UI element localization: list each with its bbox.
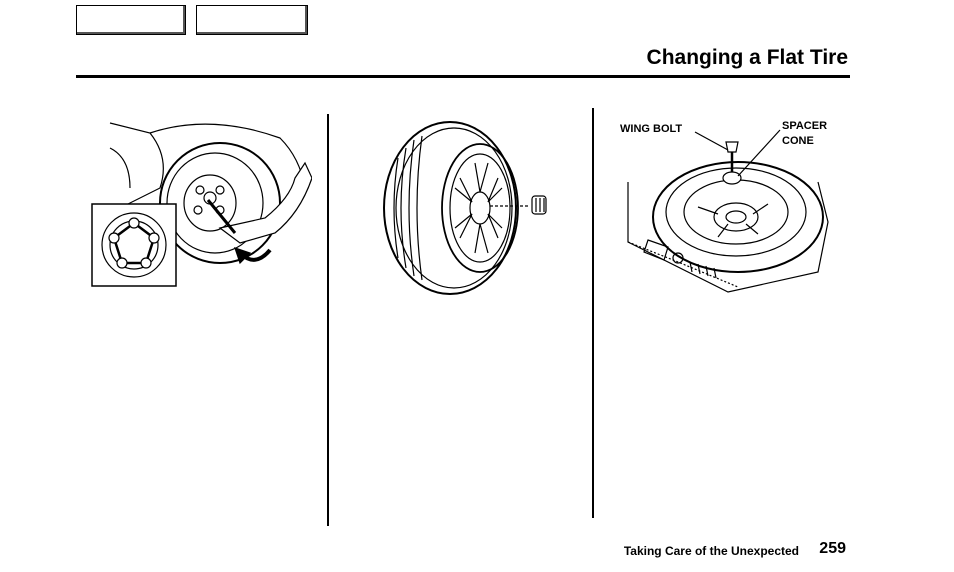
- spacer-cone-label-line-1: SPACER: [782, 120, 828, 132]
- nav-button-2[interactable]: [196, 5, 308, 35]
- spacer-cone-label: SPACER CONE: [782, 119, 842, 149]
- page-number: 259: [819, 540, 846, 557]
- spacer-cone-label-line-2: CONE: [782, 135, 814, 147]
- lug-nut-wrench-illustration: [90, 118, 312, 290]
- footer-section-title: Taking Care of the Unexpected: [623, 544, 799, 558]
- title-rule: [76, 75, 850, 78]
- column-divider-2: [592, 108, 594, 518]
- nav-button-1[interactable]: [76, 5, 186, 35]
- page-title: Changing a Flat Tire: [646, 46, 848, 69]
- column-divider-1: [327, 114, 329, 526]
- trunk-spare-illustration: [618, 112, 840, 296]
- wing-bolt-label: WING BOLT: [620, 123, 683, 135]
- spare-tire-illustration: [380, 118, 552, 298]
